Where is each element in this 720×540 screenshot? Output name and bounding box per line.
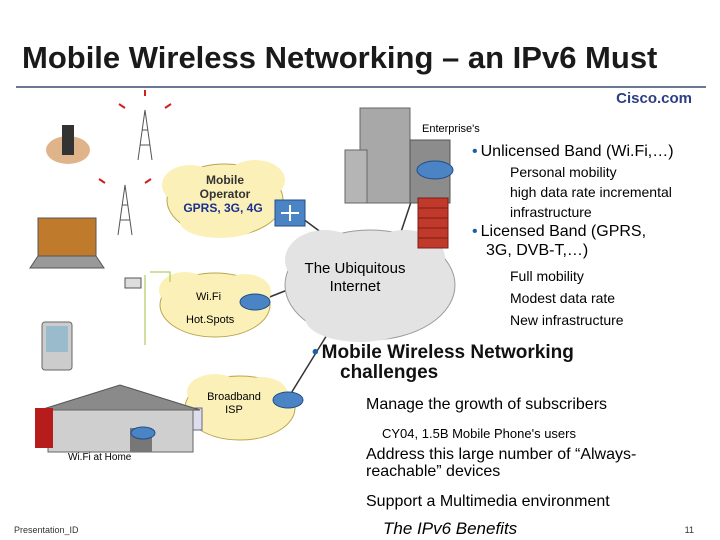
unlicensed-detail: high data rate incremental [510,184,672,200]
manage-subscribers: Manage the growth of subscribers [366,396,608,413]
internet-line1: The Ubiquitous [304,260,406,277]
cisco-brand-label: Cisco.com [616,90,692,107]
footer-presentation-id: Presentation_ID [14,525,79,535]
address-line2: reachable” devices [366,463,501,480]
cell-tower-icon [117,184,133,236]
page-number: 11 [684,525,694,535]
enterprise-router-icon [416,160,454,180]
challenges-line2: challenges [340,362,439,383]
licensed-detail: New infrastructure [510,312,624,328]
bullet-licensed-line1: Licensed Band (GPRS, [480,223,647,240]
internet-line2: Internet [329,278,381,295]
laptop-icon [29,217,105,269]
hotspots-label: Hot.Spots [186,314,235,326]
access-point-icon [124,271,171,345]
enterprise-label: Enterprise's [422,123,480,135]
slide-title: Mobile Wireless Networking – an IPv6 Mus… [22,40,658,75]
operator-switch-icon [274,199,306,227]
broadband-label: Broadband ISP [198,391,270,417]
home-router-icon [130,426,156,440]
mobile-operator-label: Mobile Operator GPRS, 3G, 4G [183,173,265,215]
broadband-line1: Broadband [207,391,261,403]
broadband-line2: ISP [225,404,243,416]
cy04-users: CY04, 1.5B Mobile Phone's users [382,426,576,441]
title-divider [16,86,706,88]
bullet-challenges: Mobile Wireless Networking challenges [312,342,574,383]
pda-icon [41,321,73,371]
internet-label: The Ubiquitous Internet [290,260,420,296]
mobile-operator-cloud [162,160,285,238]
challenges-line1: Mobile Wireless Networking [321,342,574,363]
mobile-operator-line3: GPRS, 3G, 4G [183,201,263,215]
signal-waves [98,90,172,184]
address-line1: Address this large number of “Always- [366,446,637,463]
support-multimedia: Support a Multimedia environment [366,493,610,510]
cell-tower-icon [137,109,153,161]
address-devices: Address this large number of “Always- re… [366,446,636,480]
mobile-operator-line1: Mobile [206,173,244,187]
bullet-marker [472,223,481,240]
wifi-label: Wi.Fi [196,291,222,303]
unlicensed-details: Personal mobility high data rate increme… [510,162,672,222]
hotspot-router-icon [239,293,271,311]
unlicensed-detail: Personal mobility [510,164,617,180]
licensed-details: Full mobility Modest data rate New infra… [510,265,624,331]
bullet-unlicensed-text: Unlicensed Band (Wi.Fi,…) [480,143,674,160]
broadband-cloud [184,374,296,441]
bullet-licensed-line2: 3G, DVB-T,…) [486,242,589,259]
licensed-detail: Modest data rate [510,290,616,306]
bullet-licensed: Licensed Band (GPRS, 3G, DVB-T,…) [472,222,646,260]
firewall-icon [417,197,449,249]
mobile-phone-icon [46,125,90,164]
bullet-marker [472,143,481,160]
wifi-home-label: Wi.Fi at Home [68,452,132,463]
bullet-unlicensed: Unlicensed Band (Wi.Fi,…) [472,143,674,161]
mobile-operator-line2: Operator [199,187,251,201]
licensed-detail: Full mobility [510,268,584,284]
house-icon [35,384,201,453]
broadband-router-icon [272,391,304,409]
ipv6-benefits: The IPv6 Benefits [383,519,518,538]
bullet-marker [312,342,322,363]
unlicensed-detail: infrastructure [510,204,592,220]
